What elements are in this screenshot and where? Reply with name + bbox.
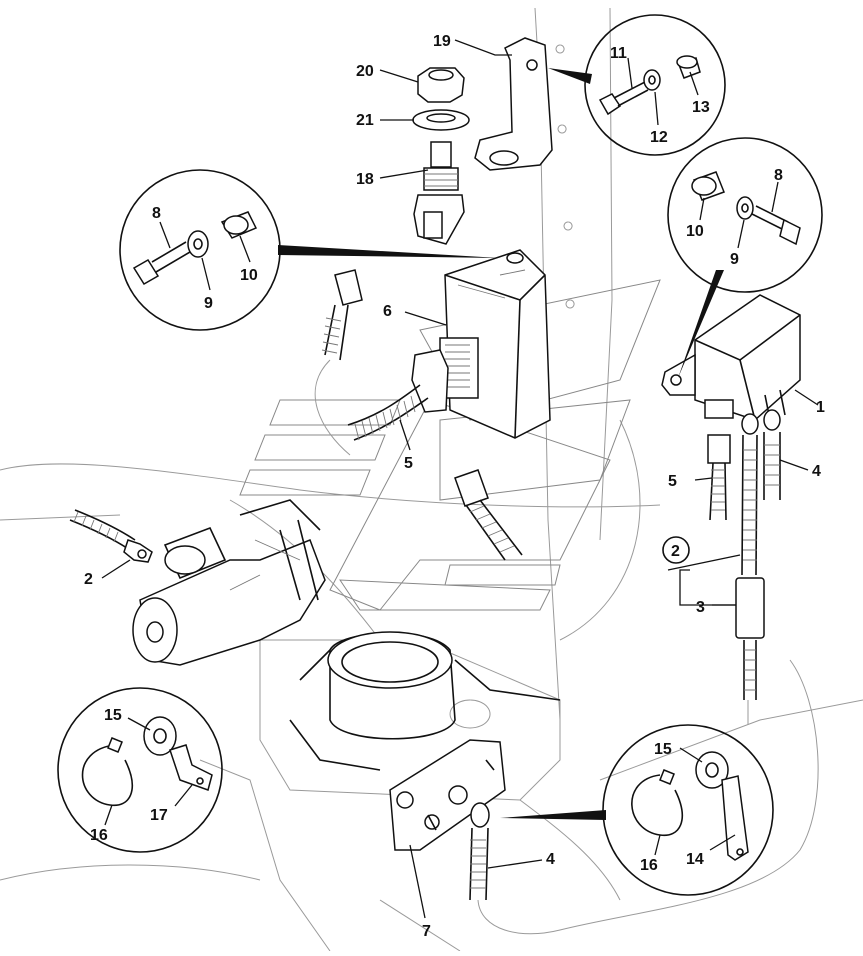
callout-17: 17: [150, 807, 168, 824]
callout-16-right: 16: [640, 857, 658, 874]
detail-circle-lower-right: [500, 724, 774, 896]
callout-14: 14: [686, 851, 704, 868]
callout-9-right: 9: [730, 251, 739, 268]
grommet-part-15-left: [143, 716, 177, 756]
relay-part-1: [661, 294, 801, 421]
middle-connector: [454, 469, 523, 561]
bolt-part-11: [598, 81, 649, 116]
callout-7: 7: [422, 923, 431, 940]
leader-lines: [101, 39, 819, 919]
callout-5-left: 5: [404, 455, 413, 472]
callout-8-left: 8: [152, 205, 161, 222]
sensor-part-18: [413, 141, 465, 245]
bushing-part-10-right: [691, 171, 725, 201]
clip-part-16-right: [631, 769, 684, 837]
bolt-part-8-left: [132, 241, 191, 286]
callout-15-right: 15: [654, 741, 672, 758]
detail-circle-upper-right: [548, 14, 726, 156]
clip-part-16-left: [81, 737, 134, 807]
terminal-plate-part-7: [389, 739, 506, 851]
bolt-part-8-right: [751, 205, 801, 246]
callout-8-right: 8: [774, 167, 783, 184]
detail-circle-right: [667, 137, 823, 378]
callout-10-right: 10: [686, 223, 704, 240]
harness-right: [707, 409, 781, 725]
bracket-part-19: [474, 37, 553, 171]
engine-block-lower: [289, 631, 561, 771]
starter-motor: [132, 499, 326, 666]
callout-12: 12: [650, 129, 668, 146]
callout-19: 19: [433, 33, 451, 50]
callout-21: 21: [356, 112, 374, 129]
cable-part-4-lower: [469, 659, 819, 935]
callout-labels: 19 20 21 18 11 12 13 8 9 10 8 9 10 6 5 5…: [84, 33, 825, 940]
callout-4-lower: 4: [546, 851, 555, 868]
callout-20: 20: [356, 63, 374, 80]
callout-16-left: 16: [90, 827, 108, 844]
callout-5-right: 5: [668, 473, 677, 490]
bushing-part-13: [676, 55, 701, 79]
washer-part-9-left: [187, 230, 209, 258]
nut-part-20: [417, 67, 465, 103]
grommet-part-15-right: [695, 751, 729, 789]
callout-6: 6: [383, 303, 392, 320]
callout-11: 11: [610, 45, 627, 62]
bushing-part-10-left: [220, 211, 258, 239]
washer-part-21: [412, 109, 470, 131]
callout-2-right: 2: [671, 543, 680, 560]
callout-15-left: 15: [104, 707, 122, 724]
harness-part-5-left: [347, 384, 429, 441]
callout-4-right: 4: [812, 463, 821, 480]
callout-1: 1: [816, 399, 825, 416]
strap-part-17: [169, 744, 213, 791]
control-module-part-6: [411, 249, 551, 439]
callout-2-left: 2: [84, 571, 93, 588]
callout-18: 18: [356, 171, 374, 188]
detail-circle-left: [119, 169, 500, 331]
callout-13: 13: [692, 99, 710, 116]
washer-part-12: [643, 69, 661, 91]
callout-circle-2: [662, 536, 690, 564]
washer-part-9-right: [736, 196, 754, 220]
callout-3: 3: [696, 599, 705, 616]
detail-circle-lower-left: [57, 687, 223, 853]
strap-part-14: [721, 775, 749, 861]
upper-connector: [314, 269, 363, 456]
callout-9-left: 9: [204, 295, 213, 312]
cable-part-2-left: [69, 509, 153, 563]
callout-10-left: 10: [240, 267, 258, 284]
